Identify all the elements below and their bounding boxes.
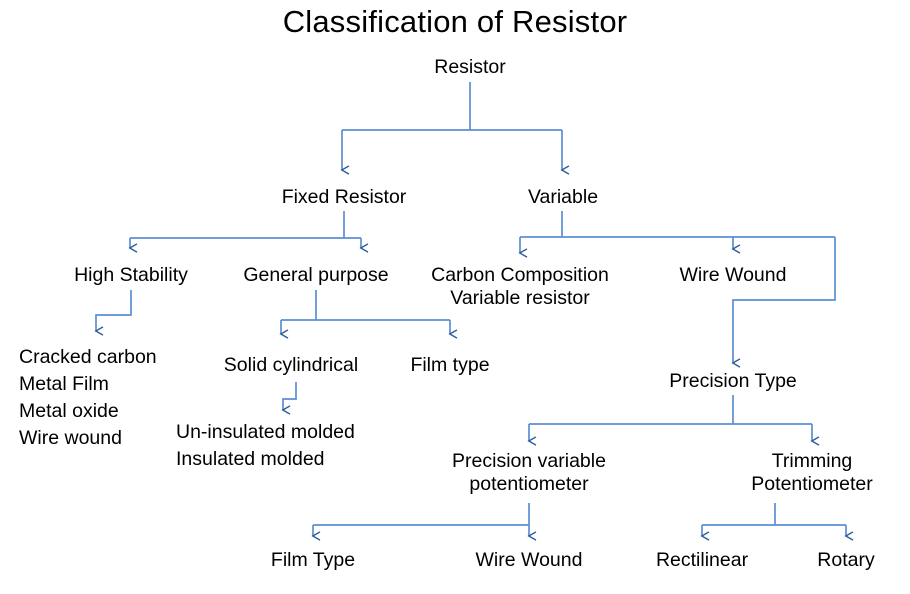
node-wire-wound-top[interactable]: Wire Wound [679, 264, 787, 286]
node-carbon-composition-variable-resistor[interactable]: Carbon Composition Variable resistor [431, 264, 609, 309]
node-precision-type[interactable]: Precision Type [669, 370, 797, 392]
node-wire-wound-bottom[interactable]: Wire Wound [475, 549, 583, 571]
node-solid-cylindrical[interactable]: Solid cylindrical [223, 354, 359, 376]
node-film-type-mid[interactable]: Film type [410, 354, 490, 376]
node-rotary[interactable]: Rotary [817, 549, 875, 571]
wire-to-precision-type [733, 237, 836, 363]
node-high-stability[interactable]: High Stability [74, 264, 188, 286]
node-high-stability-leaf-list[interactable]: Cracked carbon Metal Film Metal oxide Wi… [19, 346, 157, 449]
node-film-type-bottom[interactable]: Film Type [270, 549, 356, 571]
node-trimming-potentiometer[interactable]: Trimming Potentiometer [751, 450, 873, 495]
wire-to-high-stability-leaves [96, 290, 132, 331]
node-fixed-resistor[interactable]: Fixed Resistor [281, 186, 407, 208]
node-solid-cylindrical-leaf-list[interactable]: Un-insulated molded Insulated molded [176, 421, 355, 470]
node-resistor[interactable]: Resistor [434, 56, 506, 78]
wire-to-solid-cylindrical-leaves [283, 382, 297, 410]
node-general-purpose[interactable]: General purpose [243, 264, 389, 286]
page-title: Classification of Resistor [282, 4, 628, 39]
node-variable[interactable]: Variable [527, 186, 599, 208]
node-precision-variable-potentiometer[interactable]: Precision variable potentiometer [452, 450, 606, 495]
node-rectilinear[interactable]: Rectilinear [655, 549, 749, 571]
